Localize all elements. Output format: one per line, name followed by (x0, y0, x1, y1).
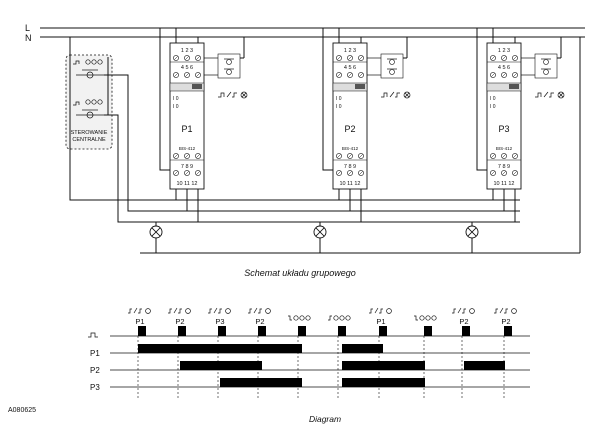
pulse-label: P2 (459, 317, 468, 326)
lamp-symbol-icon (403, 91, 411, 99)
svg-text:I 0: I 0 (490, 104, 496, 110)
lamp-symbol-icon (345, 315, 351, 321)
terminal-bottom-row-1: 7 8 9 (498, 164, 510, 170)
input-pulse (462, 326, 470, 336)
relay-model: BIS-412 (342, 146, 359, 151)
terminal-top-row-2: 4 5 6 (498, 65, 510, 71)
central-control: STEROWANIE CENTRALNE (65, 37, 520, 223)
lamp-symbol-icon (240, 91, 248, 99)
lamp-symbol-icon (511, 308, 517, 314)
input-pulse (218, 326, 226, 336)
terminal-bottom-row-1: 7 8 9 (344, 164, 356, 170)
timing-row-label-P3: P3 (90, 383, 100, 392)
relay-name: P1 (181, 124, 192, 134)
timing-row-label-P2: P2 (90, 366, 100, 375)
diagram-caption: Diagram (309, 414, 341, 424)
terminal-top-row-1: 1 2 3 (344, 48, 356, 54)
document-code: A080625 (8, 407, 36, 414)
relay-state-bar (180, 361, 262, 370)
input-pulse (379, 326, 387, 336)
timing-row-label-P1: P1 (90, 349, 100, 358)
pulse-label: P3 (215, 317, 224, 326)
input-pulse (258, 326, 266, 336)
lamp-symbol-icon (339, 315, 345, 321)
relay-state-bar (220, 378, 302, 387)
relay-name: P2 (344, 124, 355, 134)
relay-name: P3 (498, 124, 509, 134)
central-label-2: CENTRALNE (72, 137, 106, 143)
svg-text:I 0: I 0 (173, 96, 179, 102)
line-N-label: N (25, 33, 32, 43)
lamp-symbol-icon (425, 315, 431, 321)
lamp-symbol-icon (225, 308, 231, 314)
input-pulse (424, 326, 432, 336)
lamp-symbol-icon (557, 91, 565, 99)
pushbutton-icon (389, 69, 395, 75)
terminal-top-row-1: 1 2 3 (181, 48, 193, 54)
pushbutton-icon (543, 69, 549, 75)
terminal-bottom-row-2: 10 11 12 (339, 181, 360, 187)
input-pulse (298, 326, 306, 336)
pushbutton-icon (226, 59, 232, 65)
relay-modules: 1 2 34 5 67 8 910 11 12I 0I 0P1BIS-4121 … (149, 28, 565, 253)
lamp-symbol-icon (299, 315, 305, 321)
relay-state-bar (342, 344, 383, 353)
svg-text:I 0: I 0 (490, 96, 496, 102)
relay-state-bar (342, 378, 425, 387)
terminal-top-row-1: 1 2 3 (498, 48, 510, 54)
input-pulse (504, 326, 512, 336)
lamp-wires (140, 37, 581, 254)
pushbutton-icon (226, 69, 232, 75)
pulse-label: P1 (135, 317, 144, 326)
pulse-label: P2 (175, 317, 184, 326)
terminal-bottom-row-2: 10 11 12 (176, 181, 197, 187)
svg-text:I 0: I 0 (336, 104, 342, 110)
lamp-symbol-icon (431, 315, 437, 321)
pushbutton-icon (389, 59, 395, 65)
supply-lines: L N (25, 23, 585, 43)
terminal-top-row-2: 4 5 6 (344, 65, 356, 71)
lamp-symbol-icon (293, 315, 299, 321)
lamp-symbol-icon (265, 308, 271, 314)
pulse-label: P2 (501, 317, 510, 326)
lamp-symbol-icon (386, 308, 392, 314)
lamp-symbol-icon (305, 315, 311, 321)
pushbutton-icon (543, 59, 549, 65)
lamp-symbol-icon (469, 308, 475, 314)
relay-state-bar (138, 344, 302, 353)
pulse-label: P2 (255, 317, 264, 326)
relay-state-bar (342, 361, 425, 370)
svg-text:I 0: I 0 (173, 104, 179, 110)
terminal-bottom-row-1: 7 8 9 (181, 164, 193, 170)
lamp-symbol-icon (333, 315, 339, 321)
relay-state-bar (464, 361, 505, 370)
terminal-top-row-2: 4 5 6 (181, 65, 193, 71)
input-pulse (178, 326, 186, 336)
schematic-caption: Schemat układu grupowego (244, 268, 356, 278)
central-label-1: STEROWANIE (71, 130, 108, 136)
input-pulse (338, 326, 346, 336)
relay-model: BIS-412 (496, 146, 513, 151)
terminal-bottom-row-2: 10 11 12 (493, 181, 514, 187)
line-L-label: L (25, 23, 30, 33)
input-pulse (138, 326, 146, 336)
relay-model: BIS-412 (179, 146, 196, 151)
lamp-symbol-icon (185, 308, 191, 314)
pulse-label: P1 (376, 317, 385, 326)
lamp-symbol-icon (145, 308, 151, 314)
lamp-symbol-icon (419, 315, 425, 321)
svg-text:I 0: I 0 (336, 96, 342, 102)
